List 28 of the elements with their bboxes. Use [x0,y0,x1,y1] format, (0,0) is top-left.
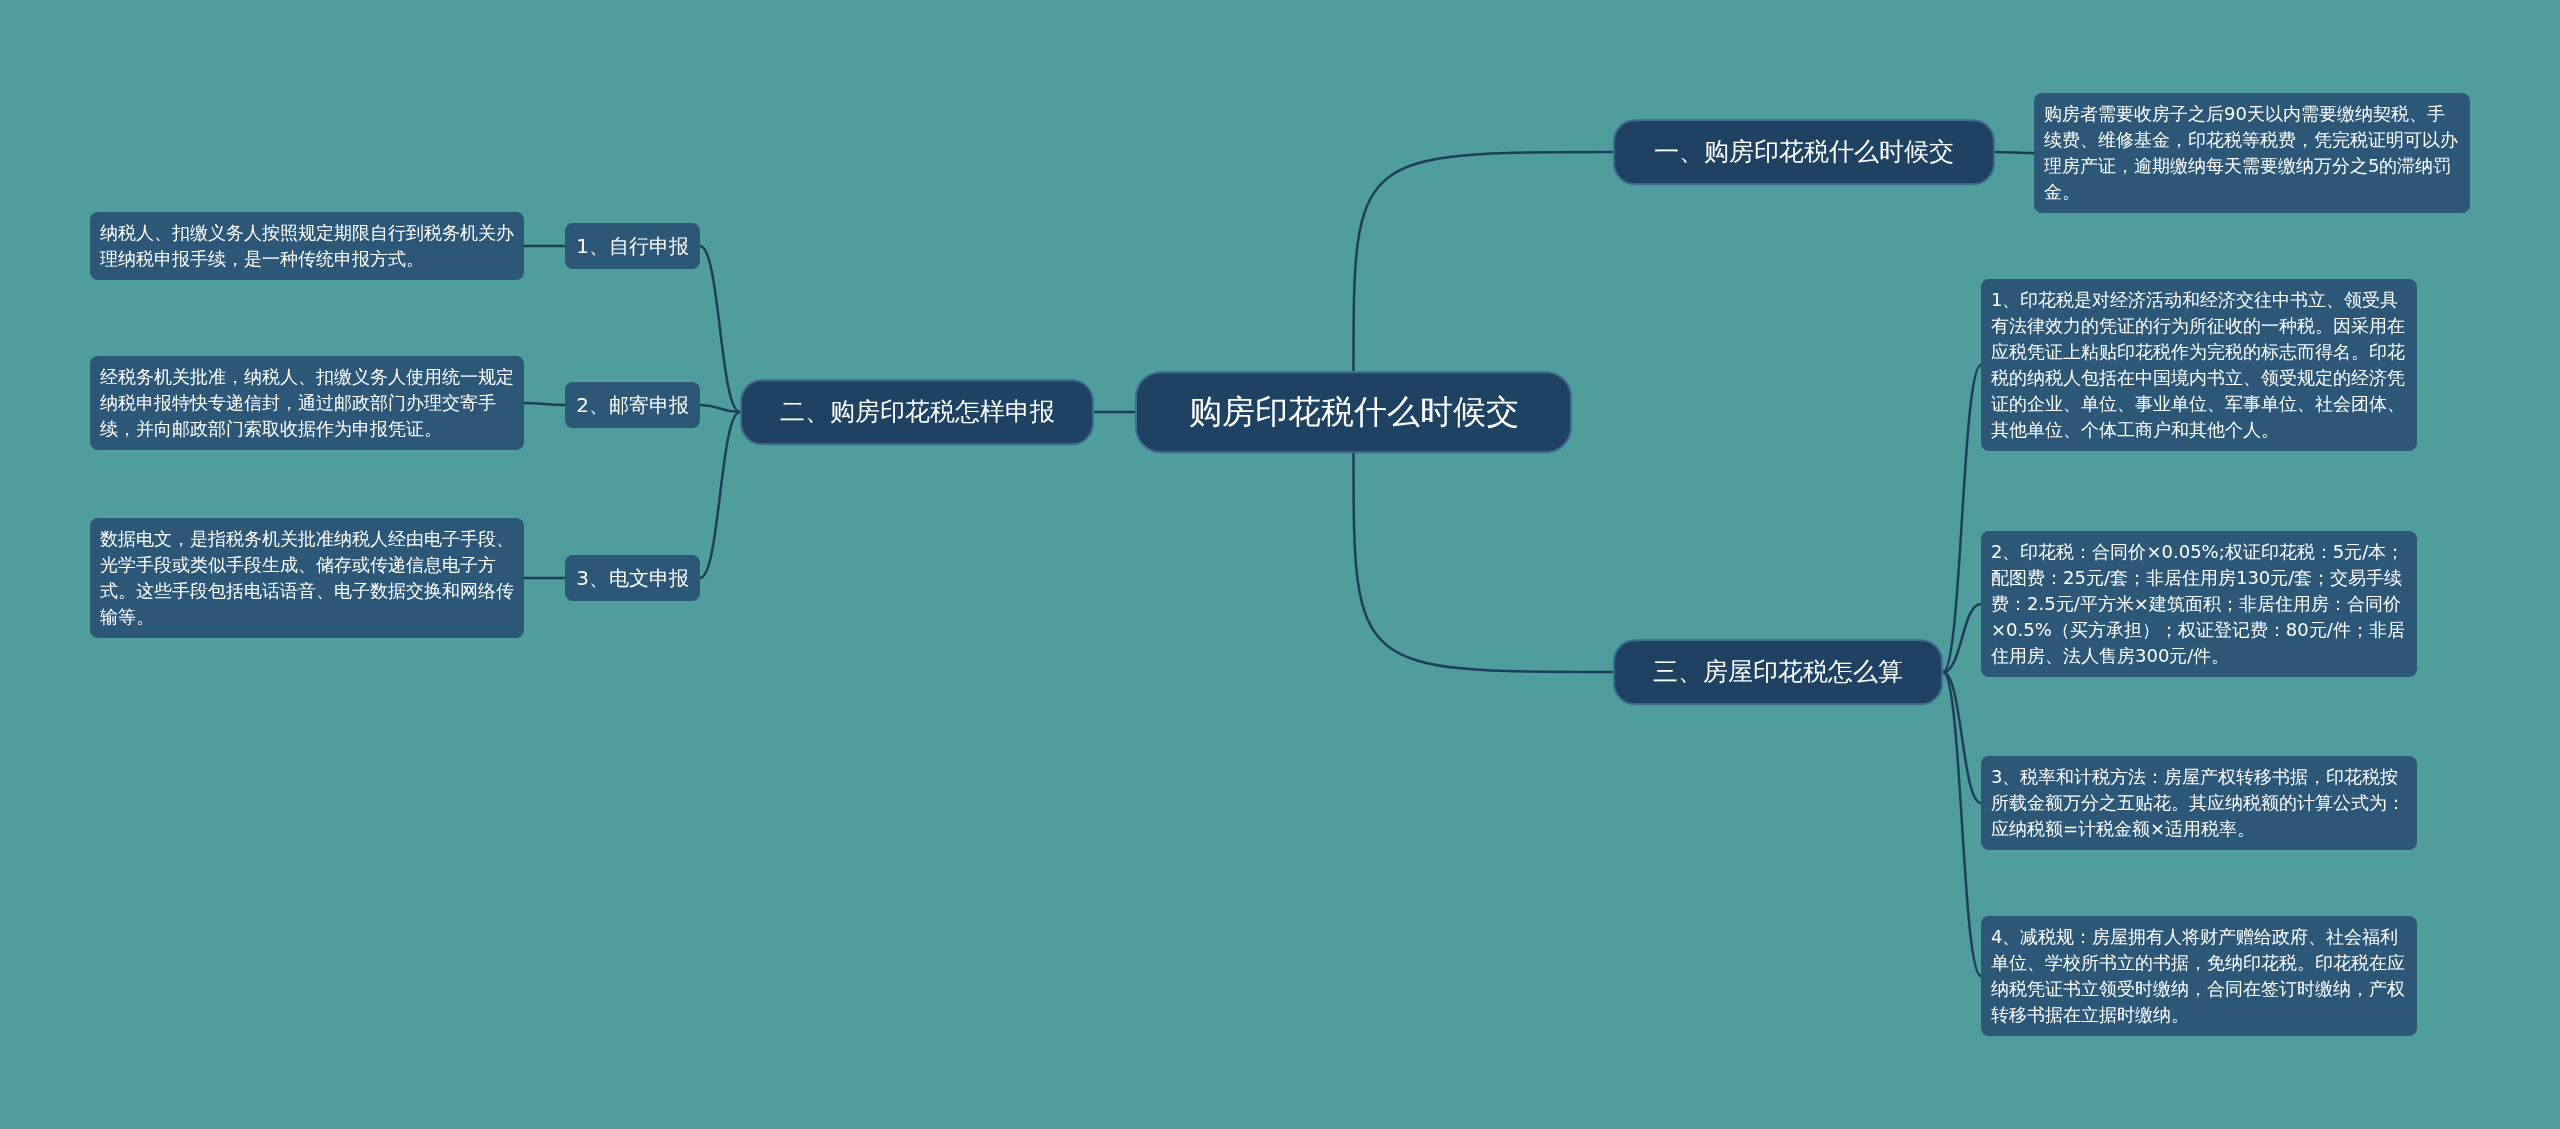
connector-line [1995,150,2034,155]
connector-line [1352,150,1613,372]
connector-line [699,411,741,579]
note-box: 纳税人、扣缴义务人按照规定期限自行到税务机关办理纳税申报手续，是一种传统申报方式。 [90,212,524,280]
note-box: 经税务机关批准，纳税人、扣缴义务人使用统一规定纳税申报特快专递信封，通过邮政部门办理交寄手续，并向邮政部门索取收据作为申报凭证。 [90,356,524,450]
branch-topic: 三、房屋印花税怎么算 [1613,639,1943,705]
central-topic: 购房印花税什么时候交 [1135,371,1572,453]
subtopic: 3、电文申报 [565,555,700,601]
note-box: 购房者需要收房子之后90天以内需要缴纳契税、手续费、维修基金，印花税等税费，凭完税证明可以办理房产证，逾期缴纳每天需要缴纳万分之5的滞纳罚金。 [2034,93,2470,213]
note-box: 1、印花税是对经济活动和经济交往中书立、领受具有法律效力的凭证的行为所征收的一种税。因采用在应税凭证上粘贴印花税作为完税的标志而得名。印花税的纳税人包括在中国境内书立、领受规定的经济凭证的企业、单位、事业单位、军事单位、社会团体、其他单位、个体工商户和其他个人。 [1981,279,2417,451]
connector-line [1942,364,1982,673]
connector-line [1094,410,1135,414]
subtopic: 1、自行申报 [565,223,700,269]
branch-topic: 二、购房印花税怎样申报 [740,379,1094,445]
note-box: 2、印花税：合同价×0.05%;权证印花税：5元/本；配图费：25元/套；非居住用房130元/套；交易手续费：2.5元/平方米×建筑面积；非居住用房：合同价×0.5%（买方承担）；权证登记费：80元/件；非居住用房、法人售房300元/件。 [1981,531,2417,677]
connector-line [1942,602,1982,674]
connector-line [699,245,741,413]
note-box: 数据电文，是指税务机关批准纳税人经由电子手段、光学手段或类似手段生成、储存或传递信息电子方式。这些手段包括电话语音、电子数据交换和网络传输等。 [90,518,524,638]
connector-line [1942,671,1982,977]
connector-line [524,576,565,580]
subtopic: 2、邮寄申报 [565,382,700,428]
note-box: 4、减税规：房屋拥有人将财产赠给政府、社会福利单位、学校所书立的书据，免纳印花税。印花税在应纳税凭证书立领受时缴纳，合同在签订时缴纳，产权转移书据在立据时缴纳。 [1981,916,2417,1036]
connector-line [524,401,565,407]
connector-line [1352,452,1613,674]
connector-line [699,403,741,414]
branch-topic: 一、购房印花税什么时候交 [1613,119,1995,185]
note-box: 3、税率和计税方法：房屋产权转移书据，印花税按所载金额万分之五贴花。其应纳税额的计算公式为：应纳税额=计税金额×适用税率。 [1981,756,2417,850]
connector-line [524,244,565,248]
